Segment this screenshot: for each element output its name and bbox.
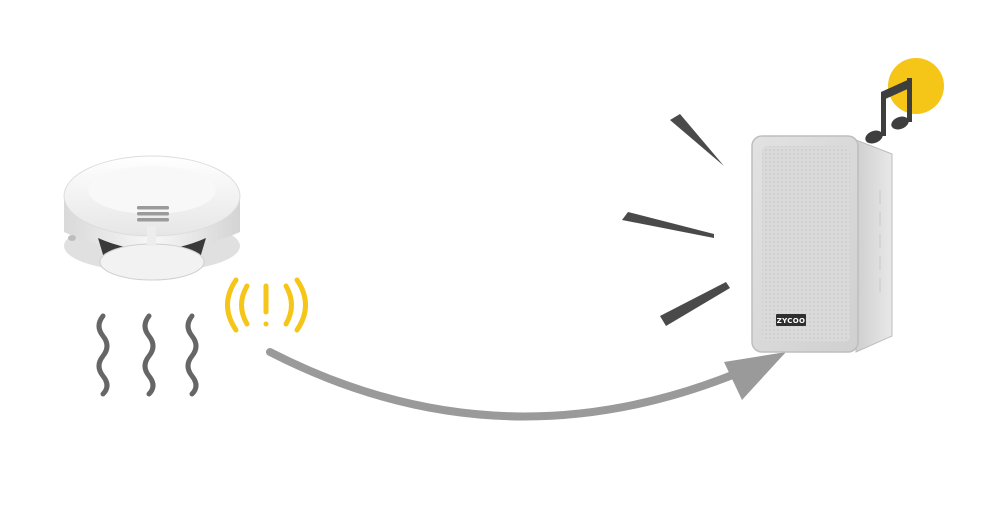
speaker-brand-badge: [776, 314, 806, 326]
smoke-wave: [185, 313, 199, 397]
sound-burst-icon: [622, 114, 730, 326]
sound-ray: [660, 282, 730, 326]
speaker-brand-label: ZYCOO: [777, 317, 805, 325]
music-note-icon: [865, 58, 944, 144]
smoke-wave: [96, 313, 110, 397]
alarm-signal-icon: [225, 277, 308, 333]
sound-ray: [670, 114, 724, 166]
sound-ray: [622, 212, 714, 238]
curved-arrow-icon: [266, 348, 786, 421]
speaker: ZYCOO: [751, 135, 893, 353]
smoke-detector: [63, 155, 241, 281]
smoke-wave: [142, 313, 156, 397]
smoke-waves-icon: [96, 313, 199, 397]
